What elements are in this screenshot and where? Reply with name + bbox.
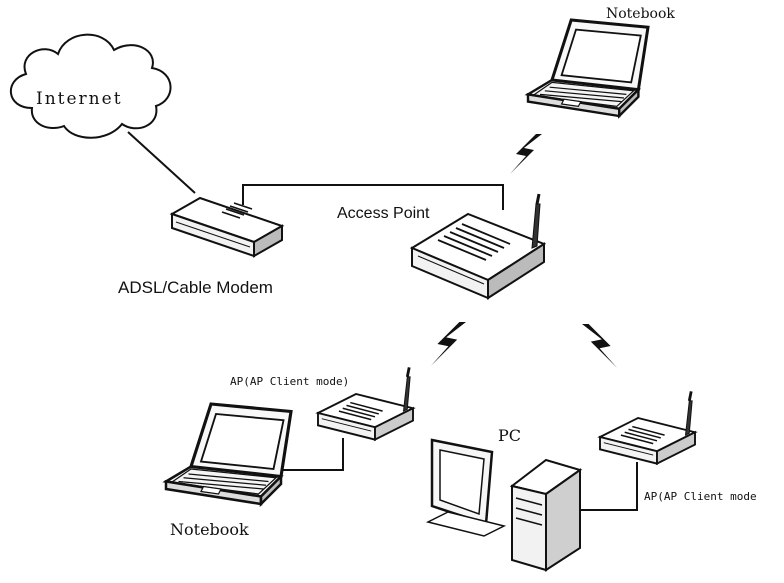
wireless-bolt-icon [510, 134, 542, 174]
wireless-bolt-icon [582, 324, 618, 368]
notebook-top-label: Notebook [606, 6, 675, 22]
ap-client-left-label: AP(AP Client mode) [230, 375, 350, 388]
access-point-label: Access Point [337, 205, 430, 222]
desktop-pc-icon [425, 438, 583, 572]
internet-label: Internet [36, 89, 123, 109]
laptop-icon [164, 402, 293, 506]
cloud-icon [9, 33, 172, 139]
modem-icon [169, 196, 285, 258]
notebook-bottom-label: Notebook [170, 520, 249, 539]
modem-to-access-point-link [242, 184, 504, 210]
router-icon [598, 389, 697, 466]
ap-client-right-label: AP(AP Client mode [644, 490, 757, 503]
internet-to-modem-link [127, 131, 196, 194]
right-ap-to-pc-link [580, 462, 638, 511]
router-icon [409, 193, 547, 300]
laptop-icon [526, 18, 650, 118]
wireless-bolt-icon [430, 322, 466, 366]
modem-label: ADSL/Cable Modem [118, 278, 273, 297]
wired-connections [127, 131, 638, 511]
left-ap-to-notebook-link [282, 438, 344, 471]
pc-label: PC [498, 426, 522, 445]
